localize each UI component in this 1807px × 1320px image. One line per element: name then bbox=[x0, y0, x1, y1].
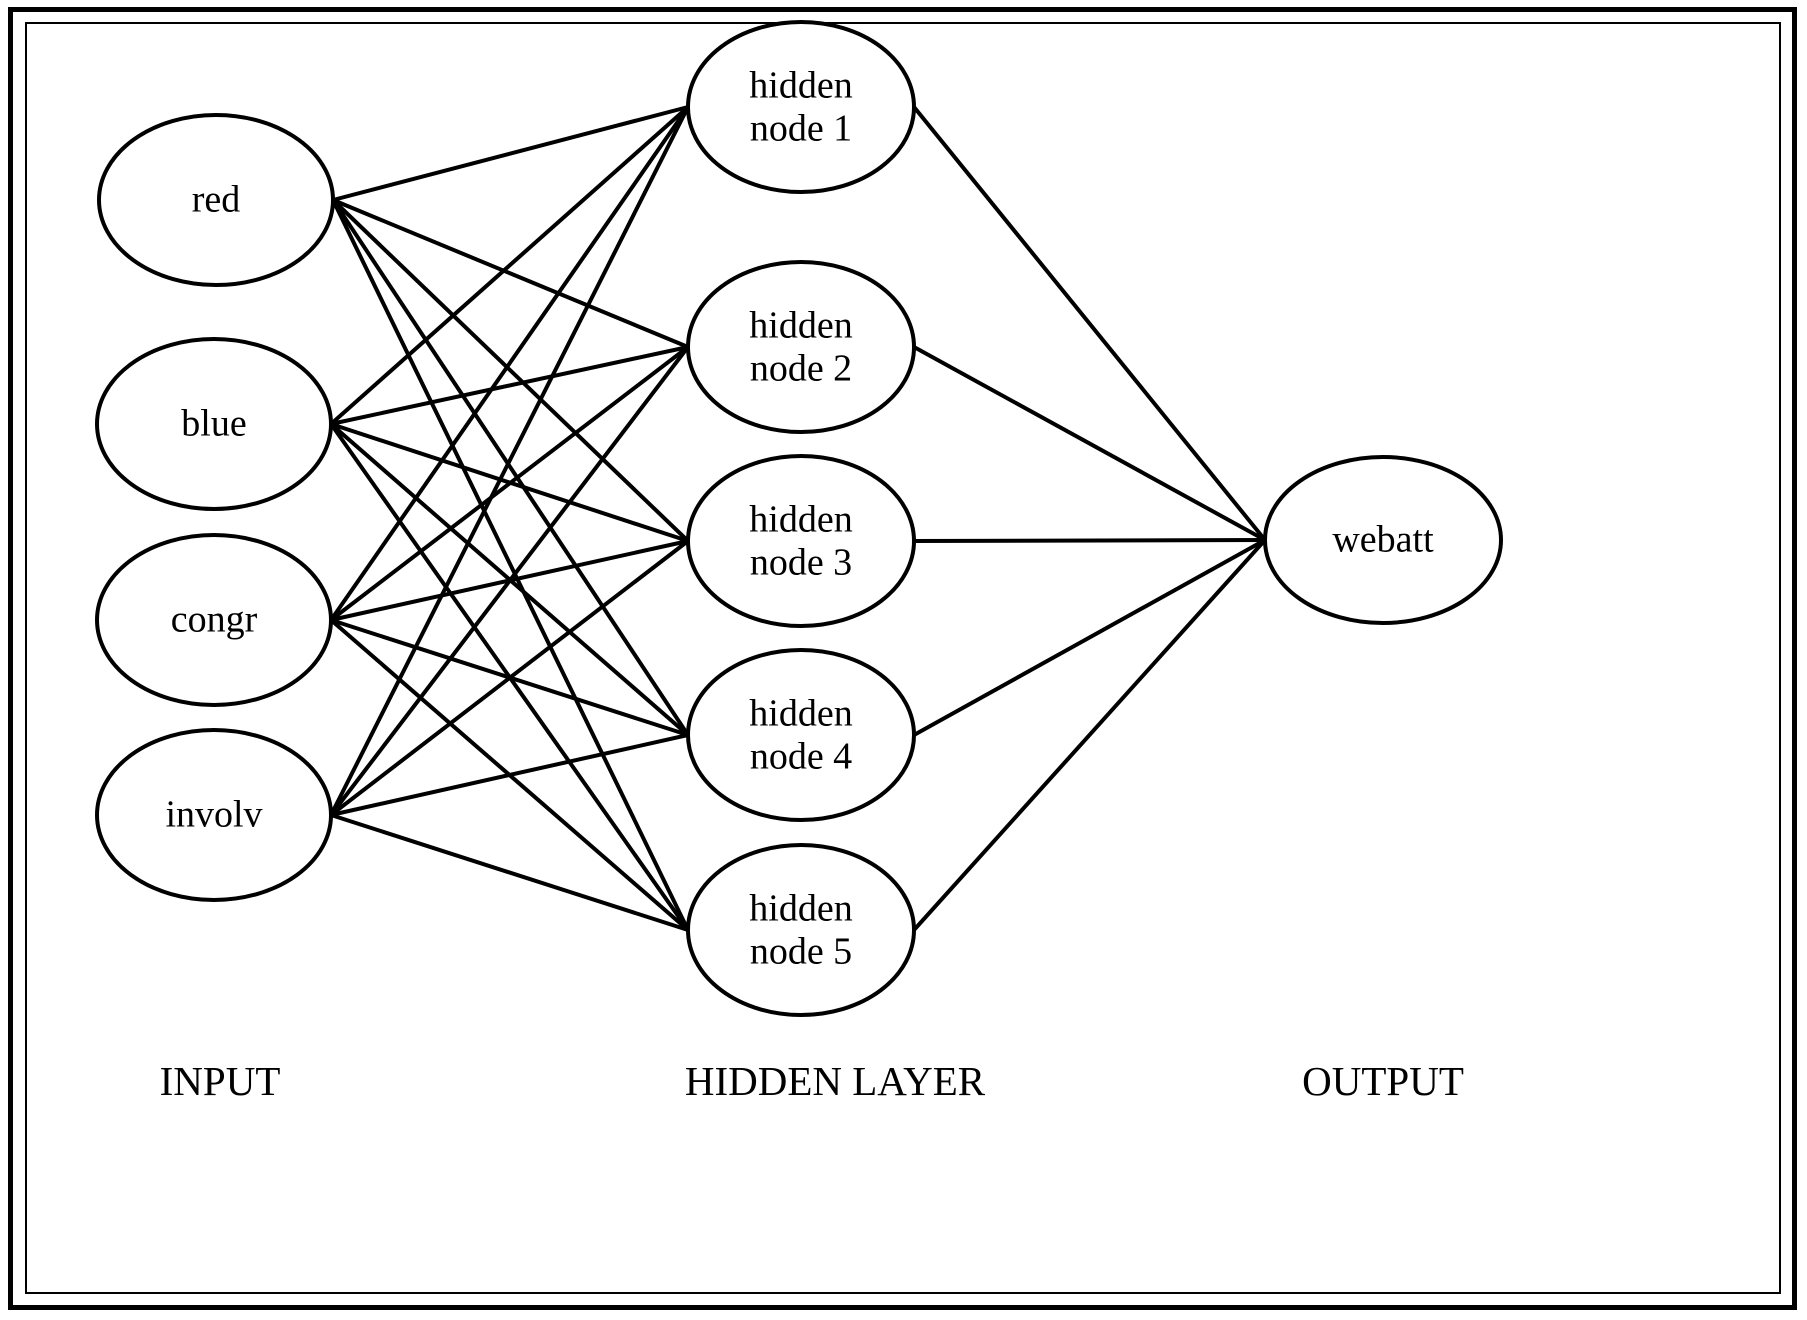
edge-in-blue-to-h1 bbox=[329, 105, 690, 426]
edge-h5-to-out-webatt bbox=[912, 538, 1267, 932]
layer-caption-input: INPUT bbox=[159, 1058, 281, 1104]
edge-in-red-to-h4 bbox=[331, 198, 690, 737]
edges-group bbox=[329, 105, 1267, 932]
edge-in-red-to-h5 bbox=[331, 198, 690, 932]
outer-border bbox=[8, 7, 1797, 1310]
edge-in-congr-to-h1 bbox=[329, 105, 690, 622]
edge-h2-to-out-webatt bbox=[912, 345, 1267, 542]
edge-in-involv-to-h4 bbox=[329, 733, 690, 817]
layer-caption-output: OUTPUT bbox=[1302, 1058, 1464, 1104]
input-node-in-congr[interactable] bbox=[95, 533, 333, 707]
edge-in-involv-to-h2 bbox=[329, 345, 690, 817]
inner-border bbox=[25, 22, 1781, 1294]
hidden-node-h3[interactable] bbox=[686, 454, 916, 628]
edge-in-involv-to-h3 bbox=[329, 539, 690, 817]
edge-in-blue-to-h2 bbox=[329, 345, 690, 426]
output-node-out-webatt[interactable] bbox=[1263, 455, 1503, 625]
hidden-node-h2[interactable] bbox=[686, 260, 916, 434]
edge-h3-to-out-webatt bbox=[912, 538, 1267, 543]
edge-in-red-to-h3 bbox=[331, 198, 690, 543]
input-node-in-red[interactable] bbox=[97, 113, 335, 287]
edge-in-red-to-h2 bbox=[331, 198, 690, 349]
hidden-node-h4[interactable] bbox=[686, 648, 916, 822]
edge-in-congr-to-h2 bbox=[329, 345, 690, 622]
layer-caption-hidden: HIDDEN LAYER bbox=[684, 1058, 986, 1104]
input-node-in-involv[interactable] bbox=[95, 728, 333, 902]
edge-in-involv-to-h5 bbox=[329, 813, 690, 932]
nodes-group bbox=[95, 20, 1503, 1017]
edge-in-involv-to-h1 bbox=[329, 105, 690, 817]
input-node-in-blue[interactable] bbox=[95, 337, 333, 511]
edge-in-red-to-h1 bbox=[331, 105, 690, 202]
hidden-node-h5[interactable] bbox=[686, 843, 916, 1017]
edge-h1-to-out-webatt bbox=[912, 105, 1267, 542]
edge-h4-to-out-webatt bbox=[912, 538, 1267, 737]
